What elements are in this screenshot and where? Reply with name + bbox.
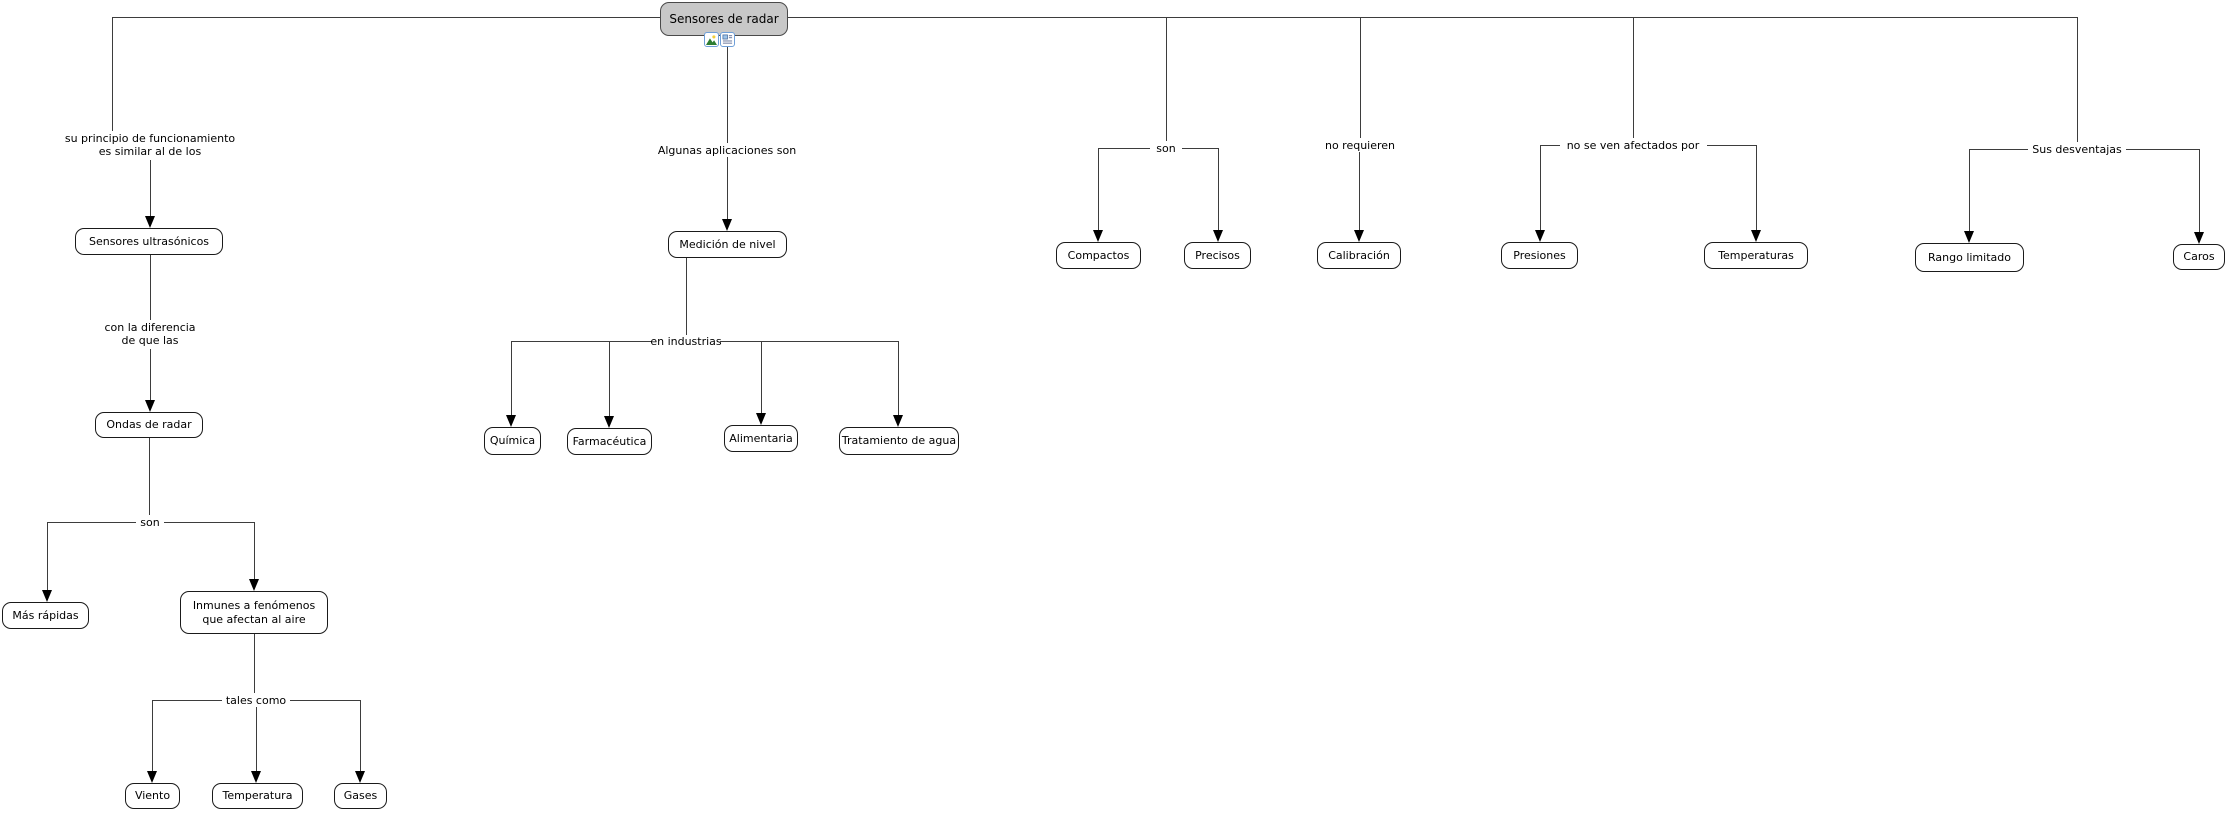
connector-line <box>686 258 687 335</box>
connector-line <box>2077 17 2078 142</box>
connector-line <box>1707 145 1756 146</box>
concept-sensores-ultrasonicos[interactable]: Sensores ultrasónicos <box>75 228 223 255</box>
connector-line <box>150 349 151 402</box>
concept-calibracion[interactable]: Calibración <box>1317 242 1401 269</box>
arrowhead <box>1535 230 1545 242</box>
concept-rango-limitado[interactable]: Rango limitado <box>1915 243 2024 272</box>
connector-line <box>254 522 255 580</box>
connector-line <box>164 522 254 523</box>
link-label-son-left[interactable]: son <box>140 515 160 529</box>
connector-line <box>1182 148 1219 149</box>
connector-line <box>47 522 48 591</box>
connector-line <box>1756 145 1757 230</box>
image-resource-icon[interactable] <box>704 32 719 47</box>
concept-temperatura[interactable]: Temperatura <box>212 783 303 809</box>
connector-line <box>727 46 728 143</box>
arrowhead <box>1751 230 1761 242</box>
connector-line <box>1633 17 1634 138</box>
connector-line <box>1359 152 1360 230</box>
concept-alimentaria[interactable]: Alimentaria <box>724 425 798 452</box>
resource-icon-group <box>704 32 735 47</box>
arrowhead <box>145 216 155 228</box>
arrowhead <box>506 415 516 427</box>
concept-viento[interactable]: Viento <box>125 783 180 809</box>
link-label-no-afectados[interactable]: no se ven afectados por <box>1566 138 1700 152</box>
concept-compactos[interactable]: Compactos <box>1056 242 1141 269</box>
concept-inmunes-a-fenomenos[interactable]: Inmunes a fenómenos que afectan al aire <box>180 591 328 634</box>
connector-line <box>898 341 899 415</box>
concept-farmaceutica[interactable]: Farmacéutica <box>567 428 652 455</box>
connector-line <box>360 700 361 771</box>
concept-quimica[interactable]: Química <box>484 427 541 455</box>
connector-line <box>1969 149 2028 150</box>
concept-gases[interactable]: Gases <box>334 783 387 809</box>
connector-line <box>1540 145 1560 146</box>
arrowhead <box>355 771 365 783</box>
arrowhead <box>1964 231 1974 243</box>
connector-line <box>788 17 2077 18</box>
connector-line <box>761 341 762 413</box>
connector-line <box>152 700 222 701</box>
connector-line <box>112 17 113 131</box>
connector-line <box>2126 149 2199 150</box>
connector-line <box>1540 145 1541 230</box>
concept-temperaturas[interactable]: Temperaturas <box>1704 242 1808 269</box>
connector-line <box>1360 17 1361 138</box>
connector-line <box>150 255 151 320</box>
arrowhead <box>147 771 157 783</box>
arrowhead <box>756 413 766 425</box>
arrowhead <box>1093 230 1103 242</box>
link-label-tales-como[interactable]: tales como <box>225 693 287 707</box>
concept-medicion-de-nivel[interactable]: Medición de nivel <box>668 231 787 258</box>
connector-line <box>290 700 360 701</box>
arrowhead <box>893 415 903 427</box>
connector-line <box>720 341 898 342</box>
connector-line <box>609 341 610 416</box>
concept-ondas-de-radar[interactable]: Ondas de radar <box>95 412 203 438</box>
link-label-en-industrias[interactable]: en industrias <box>650 334 722 348</box>
connector-line <box>112 17 660 18</box>
concept-mas-rapidas[interactable]: Más rápidas <box>2 602 89 629</box>
arrowhead <box>722 219 732 231</box>
connector-line <box>152 700 153 771</box>
connector-line <box>1218 148 1219 230</box>
connector-line <box>1166 17 1167 141</box>
connector-line <box>47 522 136 523</box>
arrowhead <box>1354 230 1364 242</box>
connector-line <box>1098 148 1150 149</box>
link-label-son-right[interactable]: son <box>1156 141 1176 155</box>
concept-sensores-de-radar[interactable]: Sensores de radar <box>660 2 788 36</box>
link-label-principio[interactable]: su principio de funcionamiento es simila… <box>64 132 236 158</box>
connector-line <box>150 160 151 218</box>
connector-line <box>1969 149 1970 231</box>
arrowhead <box>1213 230 1223 242</box>
concept-caros[interactable]: Caros <box>2173 244 2225 270</box>
concept-precisos[interactable]: Precisos <box>1184 242 1251 269</box>
link-label-aplicaciones[interactable]: Algunas aplicaciones son <box>657 143 797 157</box>
arrowhead <box>604 416 614 428</box>
connector-line <box>149 438 150 515</box>
connector-line <box>2199 149 2200 232</box>
concept-tratamiento-de-agua[interactable]: Tratamiento de agua <box>839 427 959 455</box>
link-label-no-requieren[interactable]: no requieren <box>1324 138 1396 152</box>
arrowhead <box>2194 232 2204 244</box>
connector-line <box>727 157 728 219</box>
connector-line <box>511 341 512 415</box>
concept-presiones[interactable]: Presiones <box>1501 242 1578 269</box>
link-label-diferencia[interactable]: con la diferencia de que las <box>104 321 196 347</box>
arrowhead <box>145 400 155 412</box>
arrowhead <box>42 590 52 602</box>
arrowhead <box>249 579 259 591</box>
connector-line <box>254 634 255 693</box>
arrowhead <box>251 771 261 783</box>
text-resource-icon[interactable] <box>720 32 735 47</box>
connector-line <box>1098 148 1099 230</box>
connector-line <box>511 341 652 342</box>
link-label-desventajas[interactable]: Sus desventajas <box>2032 142 2122 156</box>
connector-line <box>256 707 257 771</box>
